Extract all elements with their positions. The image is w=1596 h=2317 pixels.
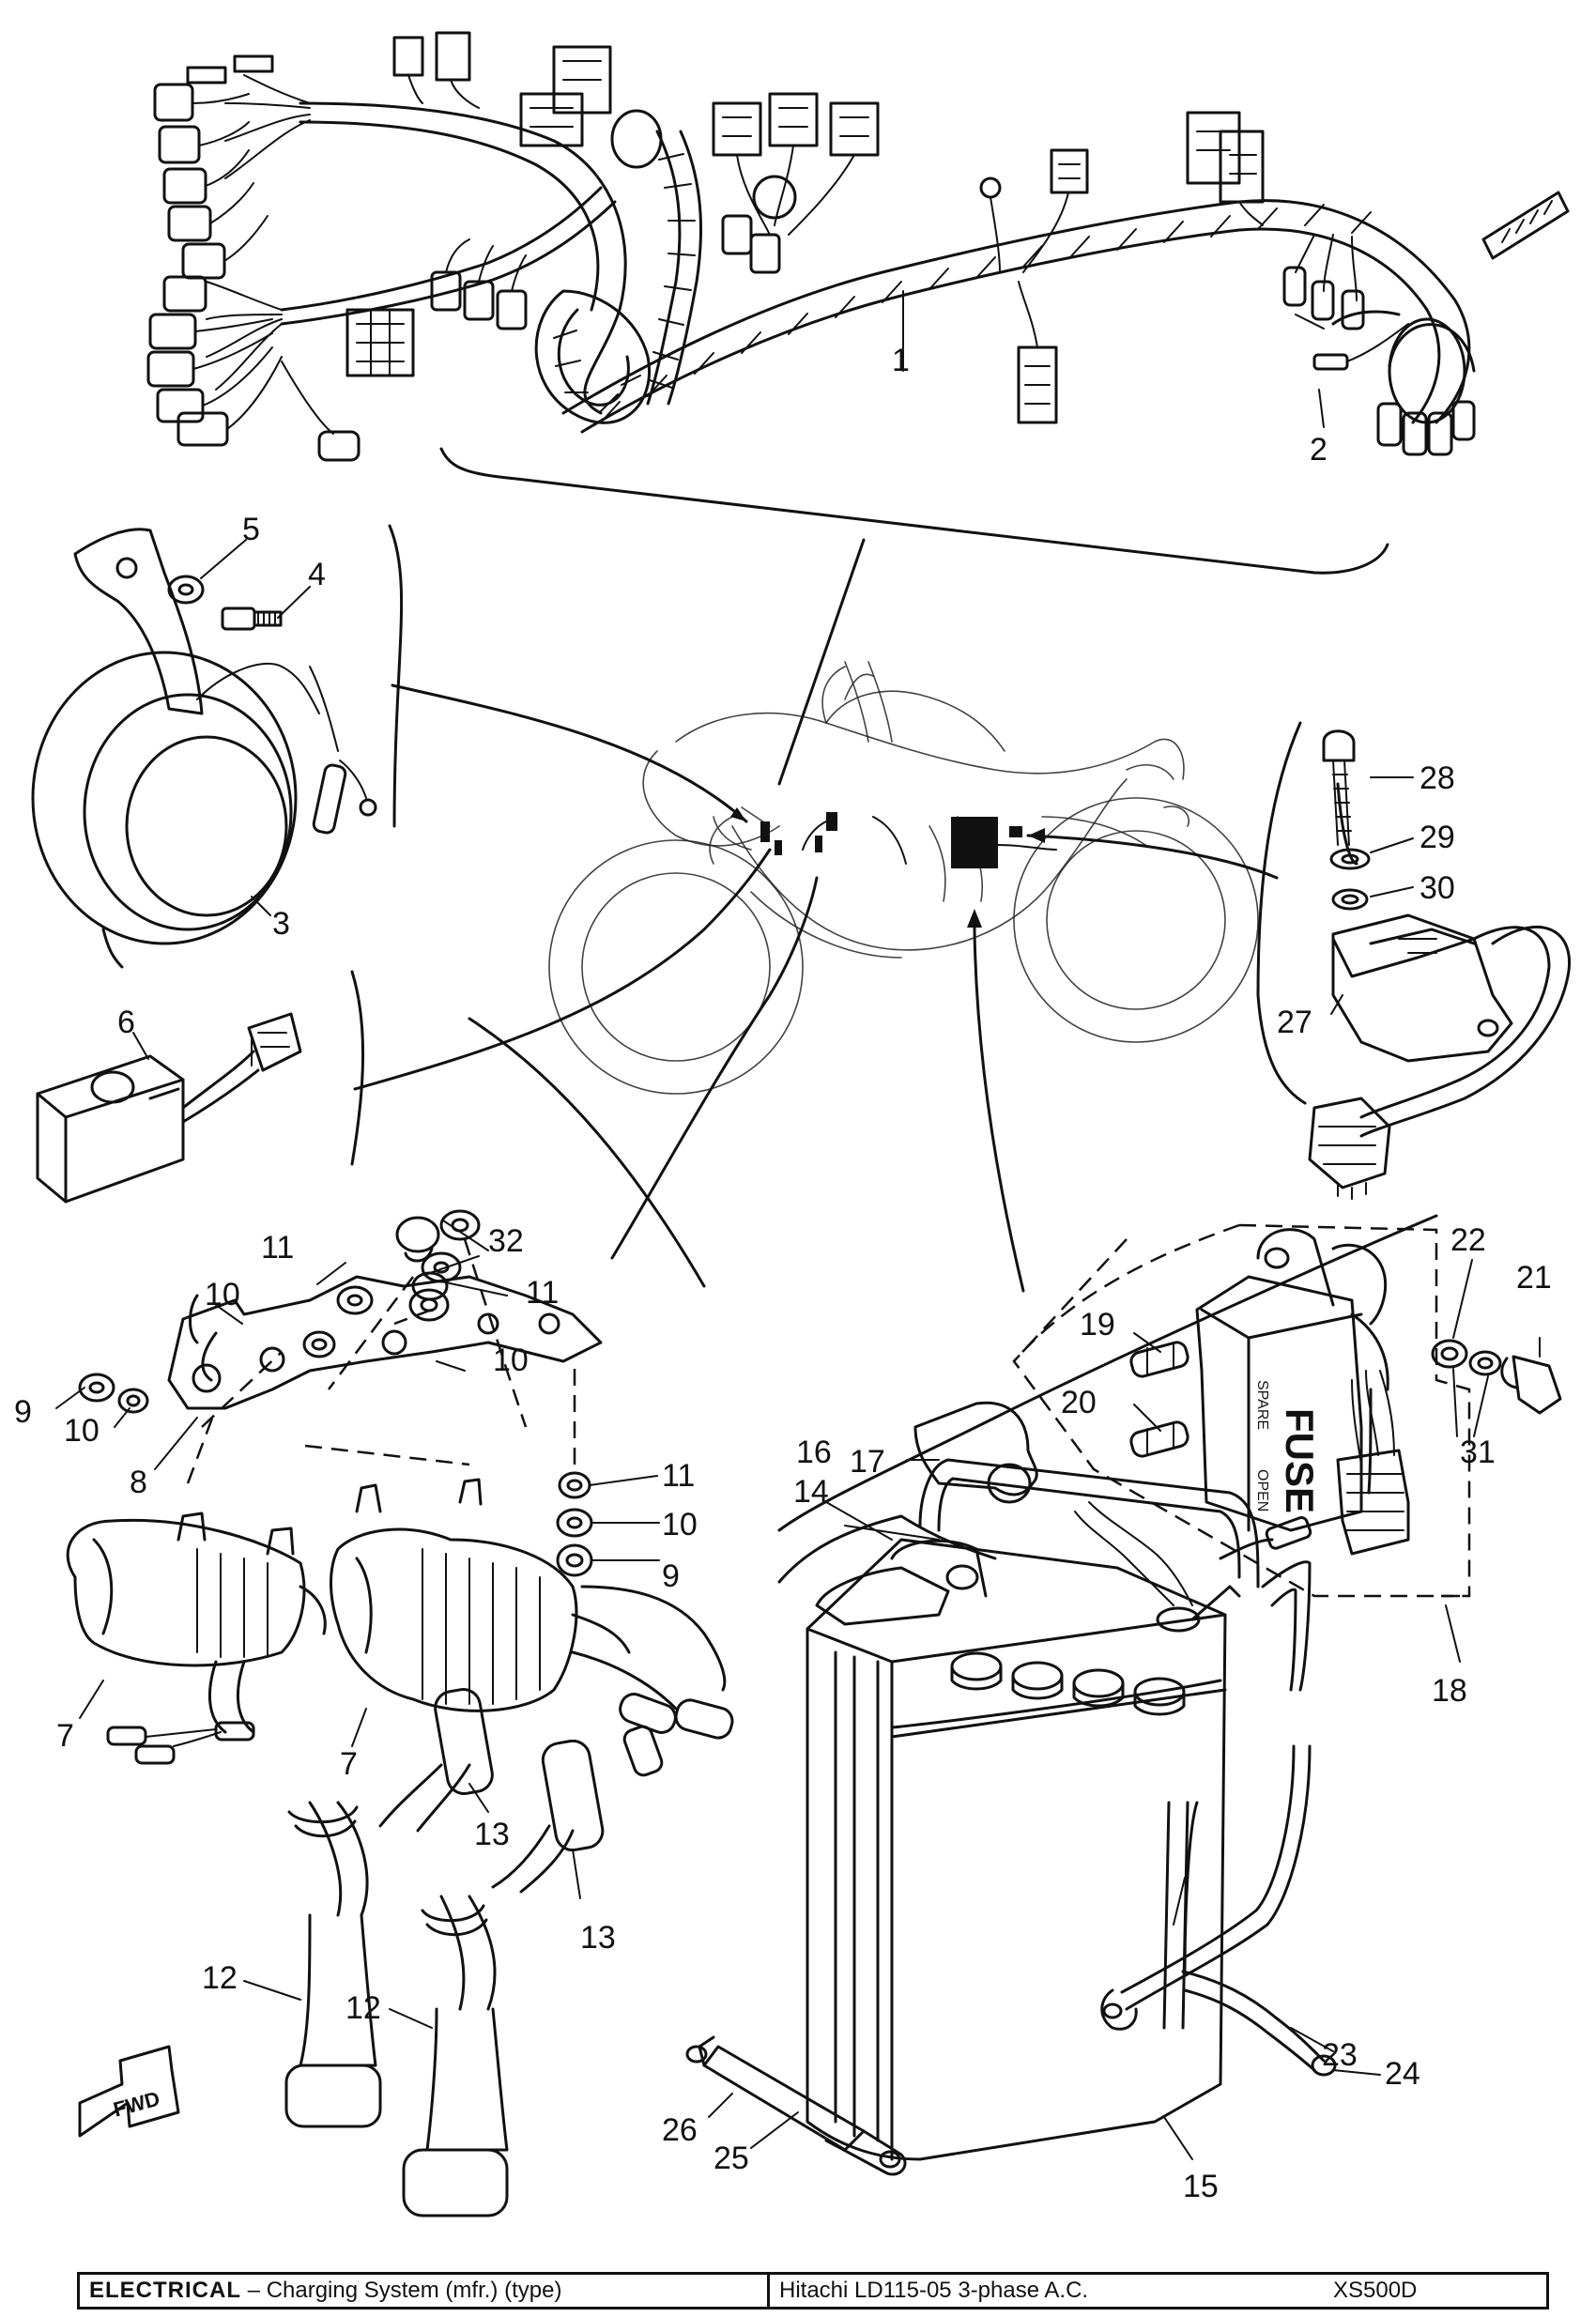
callout-11b: 11	[526, 1275, 559, 1311]
battery-group	[685, 1214, 1438, 2176]
callout-21: 21	[1516, 1260, 1552, 1296]
callout-25: 25	[714, 2141, 749, 2176]
footer-subtitle: – Charging System (mfr.) (type)	[247, 2278, 562, 2303]
callout-13b: 13	[580, 1920, 616, 1956]
motorcycle-outline	[548, 661, 1259, 1095]
callout-26: 26	[662, 2112, 698, 2148]
callout-11c: 11	[662, 1458, 695, 1494]
callout-4: 4	[308, 557, 326, 592]
callout-18: 18	[1432, 1673, 1467, 1709]
small-connector-2	[1312, 323, 1409, 371]
callout-17: 17	[850, 1444, 885, 1480]
callout-2: 2	[1310, 432, 1327, 468]
footer-title-cell: ELECTRICAL – Charging System (mfr.) (typ…	[80, 2275, 770, 2307]
callout-11a: 11	[261, 1230, 294, 1266]
callout-10b: 10	[493, 1343, 529, 1378]
callout-12a: 12	[202, 1960, 238, 1996]
callout-9a: 9	[14, 1394, 32, 1430]
callout-3: 3	[272, 906, 290, 942]
footer-generator: Hitachi LD115-05 3-phase A.C.	[779, 2278, 1089, 2303]
callout-22: 22	[1450, 1222, 1486, 1258]
callout-8: 8	[130, 1465, 147, 1500]
relay-6	[36, 970, 365, 1204]
callout-29: 29	[1420, 820, 1455, 855]
fuse-box-label: FUSE	[1278, 1408, 1322, 1513]
callout-1: 1	[892, 343, 910, 378]
horn-3	[31, 524, 404, 969]
callout-5: 5	[242, 512, 260, 547]
callout-13a: 13	[474, 1817, 510, 1852]
fuse-box-group: FUSE SPARE OPEN	[913, 1223, 1562, 1598]
fuse-spare-text: SPARE	[1254, 1380, 1270, 1430]
callout-10a: 10	[205, 1277, 240, 1312]
callout-19: 19	[1080, 1307, 1115, 1343]
callout-9b: 9	[662, 1558, 680, 1594]
callout-14: 14	[793, 1474, 829, 1510]
footer-model: XS500D	[1333, 2278, 1418, 2303]
callout-24: 24	[1385, 2056, 1420, 2092]
callout-labels: 1 2 3 4 5 6 7 7 8 9 9 10 10 10 10 11 11 …	[14, 343, 1552, 2204]
callout-6: 6	[117, 1005, 135, 1040]
horn-washer-5	[167, 575, 205, 605]
callout-30: 30	[1420, 870, 1455, 906]
callout-10d: 10	[662, 1507, 698, 1542]
fuse-open-text: OPEN	[1254, 1469, 1270, 1511]
harness-center-connectors	[430, 214, 781, 330]
callout-7a: 7	[56, 1718, 74, 1754]
harness-left-connector-bundle	[146, 31, 480, 462]
wire-harness-1	[146, 31, 1570, 462]
callout-23: 23	[1322, 2037, 1358, 2073]
callout-15: 15	[1183, 2169, 1219, 2204]
fwd-arrow-icon: FWD	[78, 2045, 180, 2138]
callout-31a: 31	[1460, 1435, 1496, 1470]
callout-27: 27	[1277, 1005, 1312, 1040]
callout-10c: 10	[64, 1413, 100, 1449]
horn-bolt-4	[221, 606, 283, 631]
footer-section: ELECTRICAL	[89, 2278, 241, 2303]
callout-16: 16	[796, 1435, 832, 1470]
callout-7b: 7	[340, 1746, 358, 1782]
callout-20: 20	[1061, 1385, 1097, 1420]
callout-12b: 12	[345, 1990, 381, 2026]
diagram-footer: ELECTRICAL – Charging System (mfr.) (typ…	[77, 2272, 1549, 2309]
callout-28: 28	[1420, 760, 1455, 796]
ignition-coil-group	[66, 1017, 734, 2217]
fwd-label: FWD	[111, 2087, 162, 2122]
callout-32: 32	[488, 1223, 524, 1259]
regulator-group	[1256, 721, 1571, 1200]
